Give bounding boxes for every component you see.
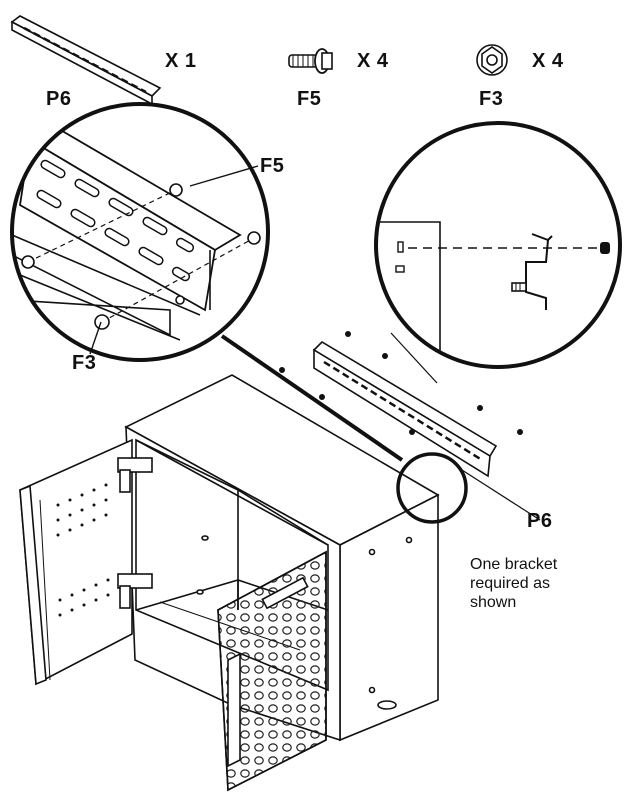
note-line-3: shown <box>470 594 517 611</box>
part-bolt-qty: X 4 <box>357 50 389 72</box>
detail-left-circle <box>10 102 270 362</box>
mounted-bracket <box>312 340 498 478</box>
cabinet <box>124 374 440 742</box>
left-door <box>19 438 153 686</box>
left-door-holes <box>56 483 110 617</box>
part-bolt <box>288 48 333 74</box>
assembly-note: One bracket required as shown <box>470 555 557 612</box>
loose-screws <box>279 331 523 435</box>
callout-detail-nut: F3 <box>72 352 97 374</box>
part-nut-qty: X 4 <box>532 50 564 72</box>
part-bracket-qty: X 1 <box>165 50 197 72</box>
part-nut-code: F3 <box>479 88 504 110</box>
note-line-2: required as <box>470 575 551 592</box>
part-bracket-code: P6 <box>46 88 72 110</box>
detail-marker-circle <box>396 452 468 524</box>
callout-detail-bolt: F5 <box>260 155 285 177</box>
part-flange-nut <box>476 44 508 76</box>
right-door <box>217 550 327 792</box>
part-bolt-code: F5 <box>297 88 322 110</box>
part-bracket-rail <box>10 15 162 106</box>
detail-right-content <box>376 123 620 367</box>
detail-right-circle <box>374 121 622 369</box>
detail-left-content <box>12 104 268 360</box>
note-line-1: One bracket <box>470 556 558 573</box>
callout-bracket: P6 <box>527 510 553 532</box>
